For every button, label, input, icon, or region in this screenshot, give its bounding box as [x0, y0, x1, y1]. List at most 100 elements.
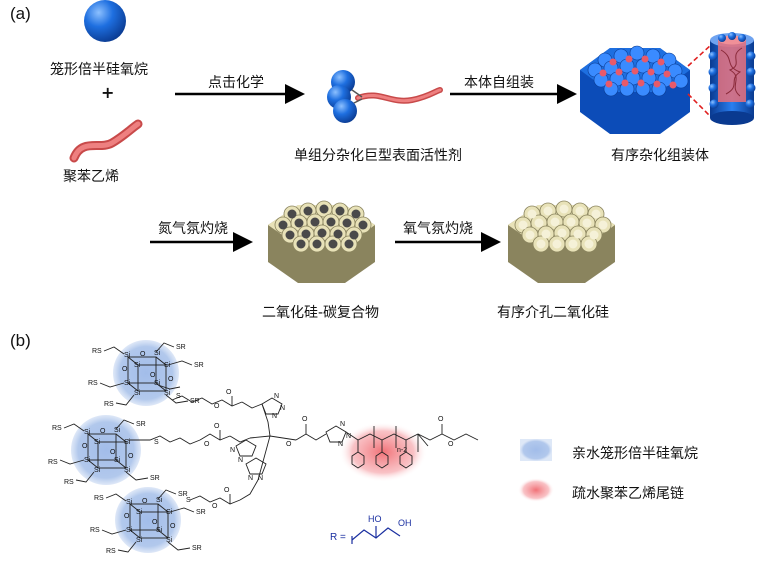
svg-text:Si: Si — [154, 380, 161, 387]
triazole-rings — [235, 397, 347, 475]
svg-text:O: O — [226, 389, 232, 396]
svg-text:N: N — [238, 457, 243, 464]
svg-text:RS: RS — [88, 380, 98, 387]
poss-label: 笼形倍半硅氧烷 — [50, 62, 148, 78]
svg-text:Si: Si — [164, 362, 171, 369]
r-group-structure — [351, 526, 401, 544]
polymer-subscript: n-2 — [397, 447, 407, 454]
svg-text:Si: Si — [166, 537, 173, 544]
svg-text:SR: SR — [150, 475, 160, 482]
svg-text:SR: SR — [176, 344, 186, 351]
arrow-click-chemistry-label: 点击化学 — [208, 75, 264, 91]
svg-text:Si: Si — [126, 527, 133, 534]
svg-text:Si: Si — [156, 527, 163, 534]
svg-text:O: O — [286, 441, 292, 448]
legend-label-hydrophilic: 亲水笼形倍半硅氧烷 — [572, 446, 698, 462]
svg-text:SR: SR — [194, 362, 204, 369]
svg-text:SR: SR — [178, 491, 188, 498]
panel-b-label: (b) — [10, 331, 31, 350]
svg-text:O: O — [214, 403, 220, 410]
svg-text:HO: HO — [368, 514, 382, 524]
svg-text:SR: SR — [196, 509, 206, 516]
svg-text:RS: RS — [106, 548, 116, 555]
core-ester-chain — [295, 424, 479, 452]
ordered-assembly-icon — [580, 45, 690, 134]
svg-text:O: O — [214, 423, 220, 430]
svg-text:Si: Si — [164, 390, 171, 397]
svg-text:Si: Si — [94, 439, 101, 446]
core-atoms: OO OO — [286, 416, 454, 448]
svg-text:Si: Si — [124, 467, 131, 474]
giant-surfactant-label: 单组分杂化巨型表面活性剂 — [294, 148, 462, 164]
svg-text:O: O — [110, 449, 116, 456]
svg-text:O: O — [212, 503, 218, 510]
arrow-self-assembly-label: 本体自组装 — [464, 75, 534, 91]
svg-text:O: O — [142, 498, 148, 505]
svg-text:Si: Si — [84, 429, 91, 436]
svg-text:N: N — [230, 447, 235, 454]
svg-text:N: N — [272, 413, 277, 420]
svg-text:O: O — [128, 453, 134, 460]
linker-atoms: SOO SOO SOO — [154, 389, 232, 510]
svg-text:O: O — [100, 428, 106, 435]
svg-text:SR: SR — [136, 421, 146, 428]
polystyrene-highlight — [339, 422, 427, 482]
arrow-nitrogen-label: 氮气氛灼烧 — [158, 221, 228, 237]
ordered-assembly-label: 有序杂化组装体 — [611, 148, 709, 164]
svg-text:RS: RS — [92, 348, 102, 355]
svg-text:Si: Si — [114, 427, 121, 434]
svg-text:Si: Si — [136, 537, 143, 544]
svg-text:Si: Si — [124, 352, 131, 359]
poss-highlight-middle — [71, 415, 141, 485]
svg-text:O: O — [448, 441, 454, 448]
svg-text:O: O — [168, 376, 174, 383]
zoom-line-bottom — [687, 93, 713, 119]
svg-text:Si: Si — [156, 497, 163, 504]
zoom-line-top — [687, 43, 713, 67]
svg-text:OH: OH — [398, 518, 412, 528]
r-group-label: R = — [330, 532, 346, 543]
svg-text:RS: RS — [90, 527, 100, 534]
svg-text:Si: Si — [124, 439, 131, 446]
linker-chains — [128, 395, 297, 505]
svg-text:O: O — [124, 513, 130, 520]
plus-sign: + — [101, 83, 115, 102]
poss-highlight-bottom — [115, 487, 181, 553]
svg-text:RS: RS — [104, 401, 114, 408]
polystyrene-label: 聚苯乙烯 — [63, 169, 119, 185]
svg-text:Si: Si — [124, 380, 131, 387]
svg-text:S: S — [154, 439, 159, 446]
silica-carbon-composite-icon — [268, 200, 375, 283]
svg-text:S: S — [186, 497, 191, 504]
svg-text:RS: RS — [48, 459, 58, 466]
svg-text:Si: Si — [94, 467, 101, 474]
mesoporous-silica-icon — [508, 200, 615, 283]
poss-sphere-icon — [84, 0, 126, 42]
legend-label-hydrophobic: 疏水聚苯乙烯尾链 — [572, 486, 684, 502]
svg-text:O: O — [204, 441, 210, 448]
svg-text:O: O — [302, 416, 308, 423]
svg-text:S: S — [176, 393, 181, 400]
svg-text:RS: RS — [64, 479, 74, 486]
svg-text:N: N — [280, 405, 285, 412]
svg-text:Si: Si — [84, 457, 91, 464]
svg-text:RS: RS — [52, 425, 62, 432]
svg-text:O: O — [140, 351, 146, 358]
svg-text:Si: Si — [134, 390, 141, 397]
svg-text:N: N — [338, 441, 343, 448]
mesoporous-silica-label: 有序介孔二氧化硅 — [497, 305, 609, 321]
polystyrene-repeat-units — [351, 426, 413, 469]
svg-text:N: N — [346, 433, 351, 440]
svg-text:O: O — [150, 372, 156, 379]
svg-text:RS: RS — [94, 495, 104, 502]
svg-text:O: O — [170, 523, 176, 530]
svg-text:Si: Si — [134, 362, 141, 369]
svg-text:SR: SR — [190, 398, 200, 405]
svg-text:O: O — [82, 443, 88, 450]
panel-a-label: (a) — [10, 4, 31, 23]
arrow-oxygen-label: 氧气氛灼烧 — [403, 221, 473, 237]
